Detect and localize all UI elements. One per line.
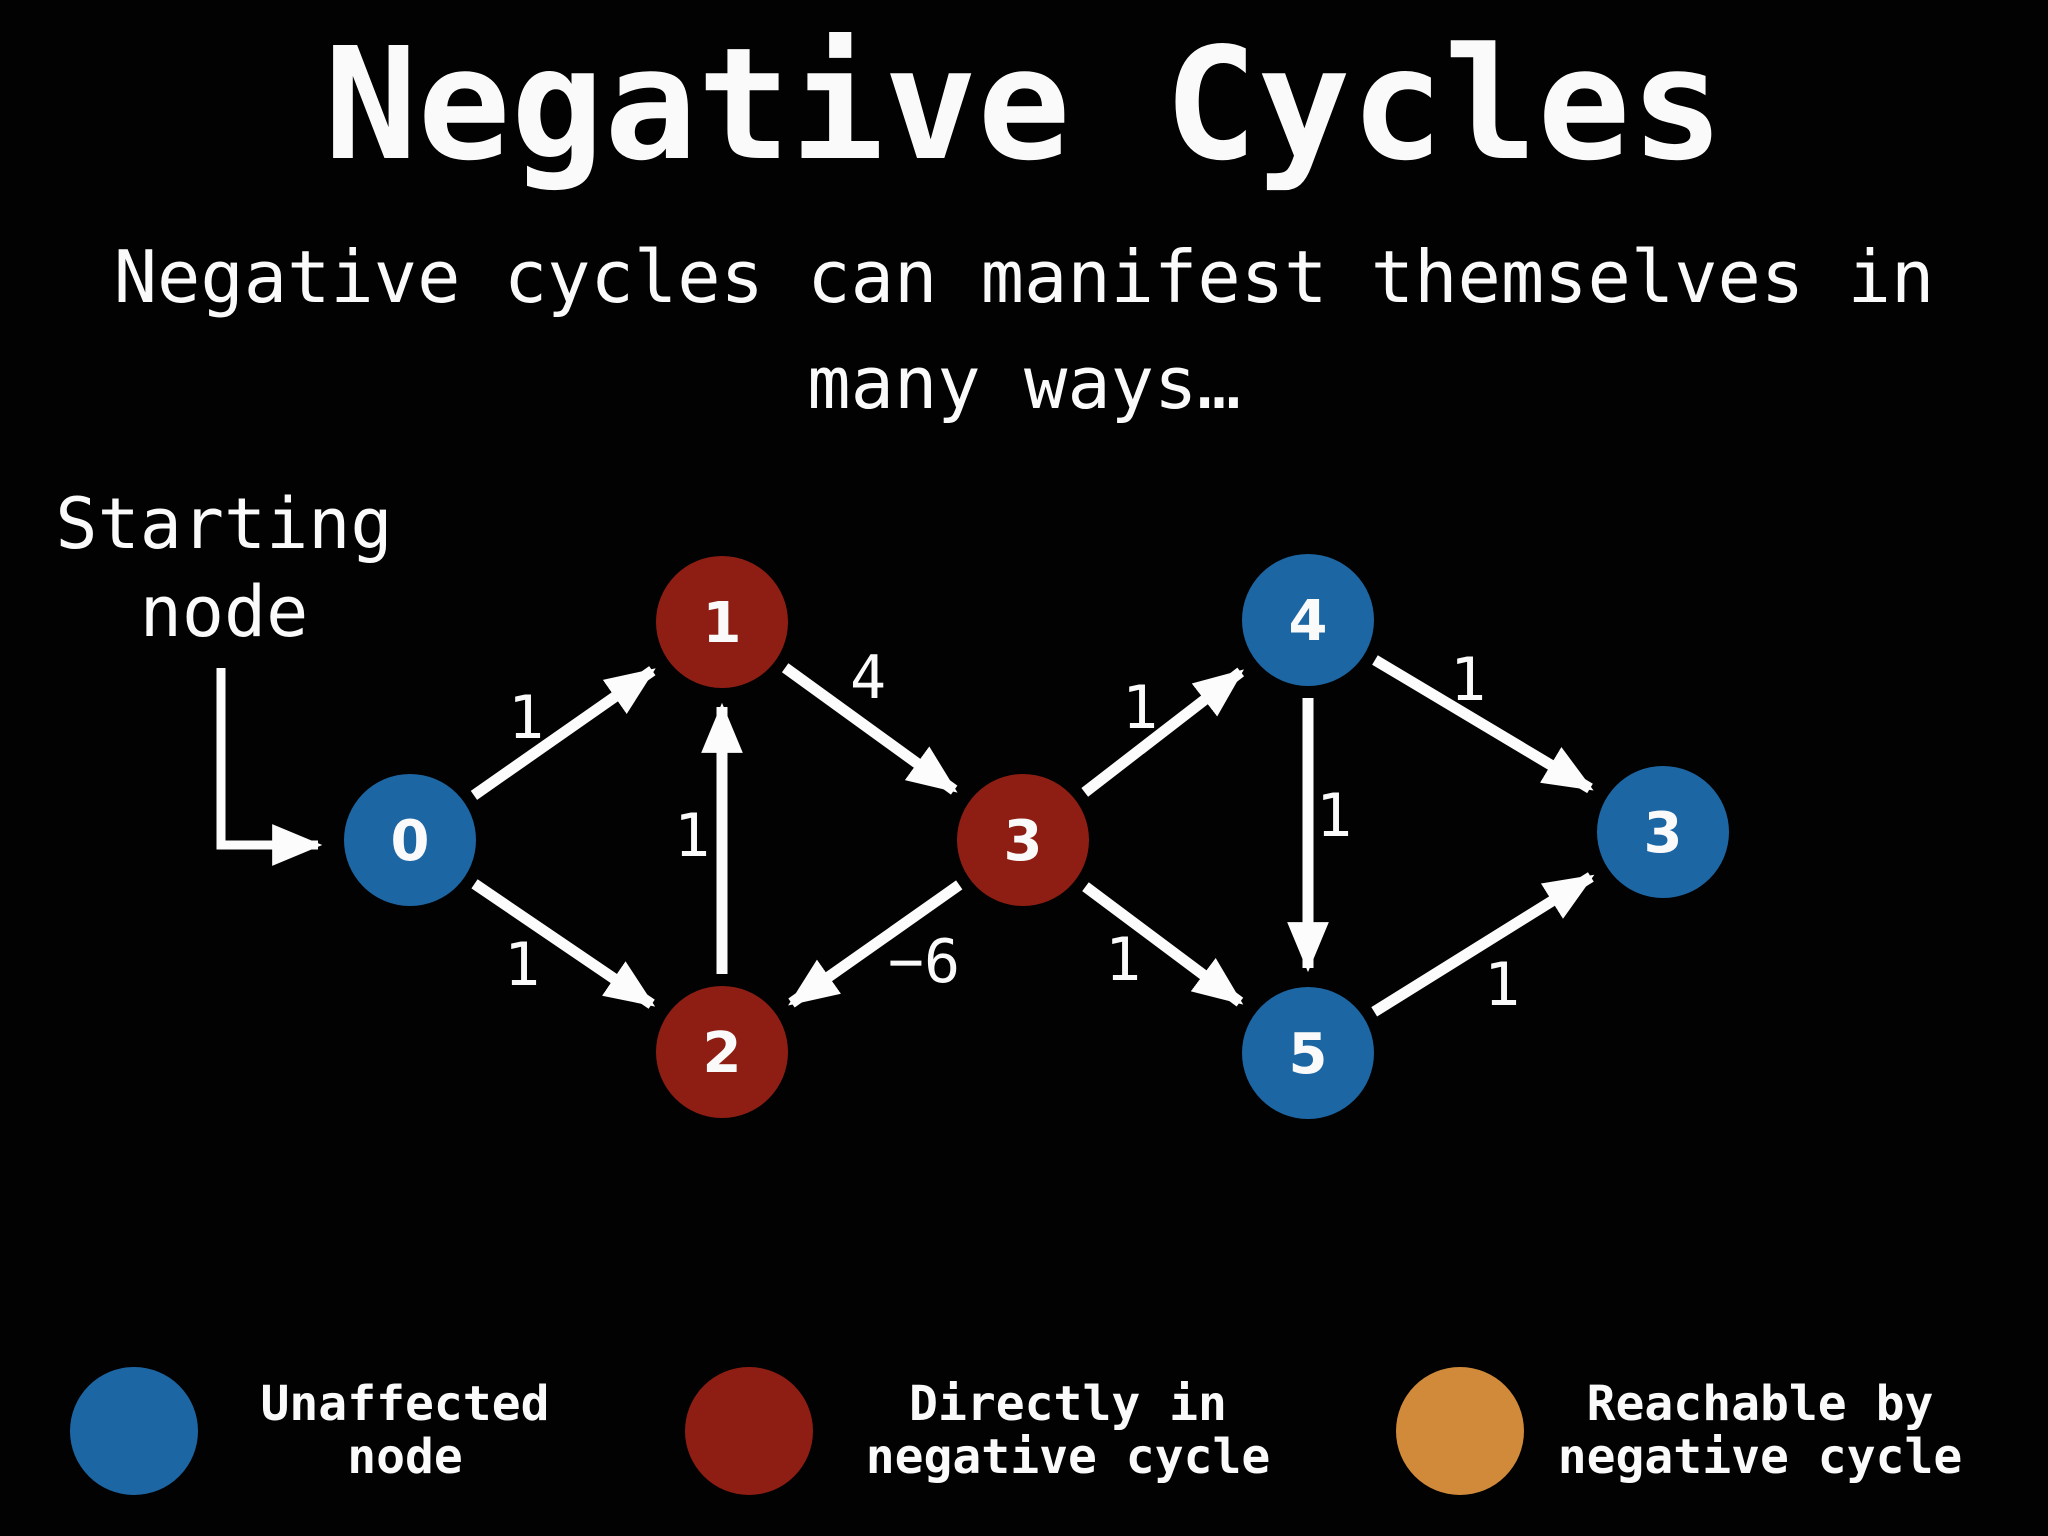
node-circle-4	[1242, 554, 1374, 686]
legend-swatch-unaffected	[70, 1367, 198, 1495]
edge-weight-0-1: 1	[508, 683, 544, 753]
edge-weight-2-1: 1	[674, 801, 710, 871]
subtitle-line-2: many ways…	[807, 341, 1240, 425]
starting-node-label-line-2: node	[140, 571, 309, 653]
legend: Unaffected node Directly in negative cyc…	[70, 1367, 1962, 1495]
edge-3-2	[788, 880, 963, 1008]
starting-node-label-line-1: Starting	[55, 483, 392, 565]
subtitle-line-1: Negative cycles can manifest themselves …	[114, 235, 1935, 319]
edge-3-5	[1082, 882, 1244, 1007]
node-circle-0	[344, 774, 476, 906]
legend-label-reachable-line-1: Reachable by	[1587, 1376, 1934, 1432]
legend-label-reachable-line-2: negative cycle	[1558, 1429, 1963, 1485]
legend-label-unaffected-line-1: Unaffected	[261, 1376, 550, 1432]
graph: 1 1 1 4 −6 1 1 1 1 1 0 1 2 3 4 5 3	[344, 554, 1729, 1119]
node-circle-1	[656, 556, 788, 688]
edge-weight-4-3r: 1	[1450, 645, 1486, 715]
edge-3-4	[1081, 667, 1245, 797]
node-label-5: 5	[1289, 1022, 1328, 1087]
edge-0-1	[470, 666, 656, 800]
edge-weight-0-2: 1	[504, 930, 540, 1000]
node-circle-3	[957, 774, 1089, 906]
edge-0-2	[471, 879, 656, 1009]
starting-node-arrow	[216, 668, 323, 866]
legend-label-negative-line-2: negative cycle	[866, 1429, 1271, 1485]
legend-swatch-negative	[685, 1367, 813, 1495]
edge-1-3	[781, 663, 958, 795]
edge-weight-3-2: −6	[888, 927, 960, 997]
node-circle-2	[656, 986, 788, 1118]
node-label-1: 1	[703, 591, 742, 656]
node-label-4: 4	[1289, 589, 1328, 654]
legend-swatch-reachable	[1396, 1367, 1524, 1495]
edge-weight-1-3: 4	[850, 643, 886, 713]
node-circle-3r	[1597, 766, 1729, 898]
edge-4-3r	[1372, 655, 1594, 794]
node-label-3: 3	[1004, 809, 1043, 874]
legend-label-unaffected-line-2: node	[347, 1429, 463, 1485]
edge-weight-3-5: 1	[1105, 925, 1141, 995]
node-label-3r: 3	[1644, 801, 1683, 866]
node-label-0: 0	[391, 809, 430, 874]
legend-label-negative-line-1: Directly in	[909, 1376, 1227, 1432]
edge-weight-4-5: 1	[1316, 781, 1352, 851]
edge-weight-5-3r: 1	[1484, 950, 1520, 1020]
page-title: Negative Cycles	[324, 14, 1724, 195]
node-label-2: 2	[703, 1021, 742, 1086]
edge-weight-3-4: 1	[1122, 673, 1158, 743]
node-circle-5	[1242, 987, 1374, 1119]
edge-5-3r	[1371, 872, 1595, 1017]
